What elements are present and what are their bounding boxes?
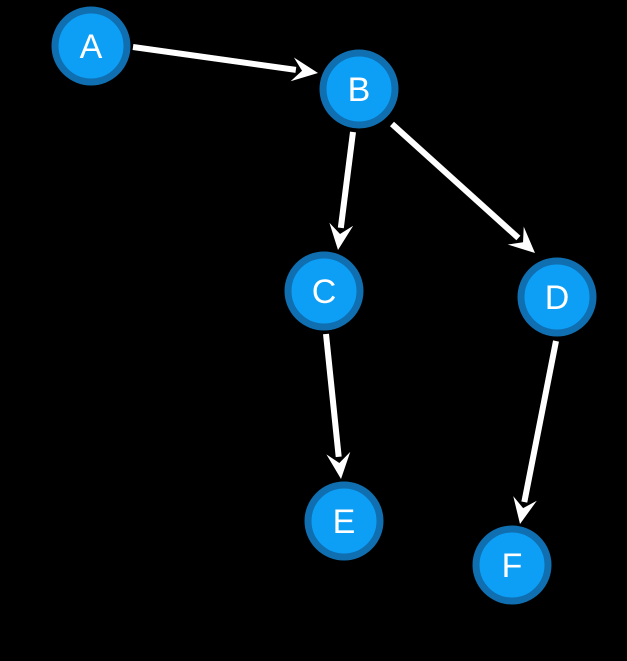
node-circle <box>304 481 384 561</box>
graph-node-b[interactable]: B <box>319 49 399 129</box>
edge-line <box>337 131 356 229</box>
arrow-head-icon <box>290 57 318 82</box>
node-label: D <box>545 279 570 317</box>
edge-b-to-c[interactable] <box>329 131 356 250</box>
graph-node-f[interactable]: F <box>472 525 552 605</box>
node-circle <box>319 49 399 129</box>
edge-d-to-f[interactable] <box>513 340 559 524</box>
node-circle <box>51 6 131 86</box>
arrow-head-icon <box>326 451 351 479</box>
edge-c-to-e[interactable] <box>323 333 351 479</box>
edge-line <box>323 333 342 458</box>
graph-node-c[interactable]: C <box>284 251 364 331</box>
graph-node-e[interactable]: E <box>304 481 384 561</box>
arrow-head-icon <box>513 496 537 524</box>
node-label: F <box>502 547 523 585</box>
nodes-layer: A B C D E F <box>51 6 597 605</box>
node-label: A <box>80 28 103 66</box>
node-circle <box>472 525 552 605</box>
graph-node-a[interactable]: A <box>51 6 131 86</box>
graph-node-d[interactable]: D <box>517 257 597 337</box>
edge-line <box>389 121 521 241</box>
node-label: B <box>348 71 371 109</box>
node-label: C <box>312 273 337 311</box>
edge-line <box>132 44 297 73</box>
edge-b-to-d[interactable] <box>389 121 535 253</box>
arrow-head-icon <box>507 226 535 253</box>
edges-layer <box>132 44 559 524</box>
node-label: E <box>333 503 356 541</box>
node-circle <box>517 257 597 337</box>
node-circle <box>284 251 364 331</box>
edge-line <box>521 340 559 503</box>
arrow-head-icon <box>329 222 354 250</box>
edge-a-to-b[interactable] <box>132 44 318 82</box>
